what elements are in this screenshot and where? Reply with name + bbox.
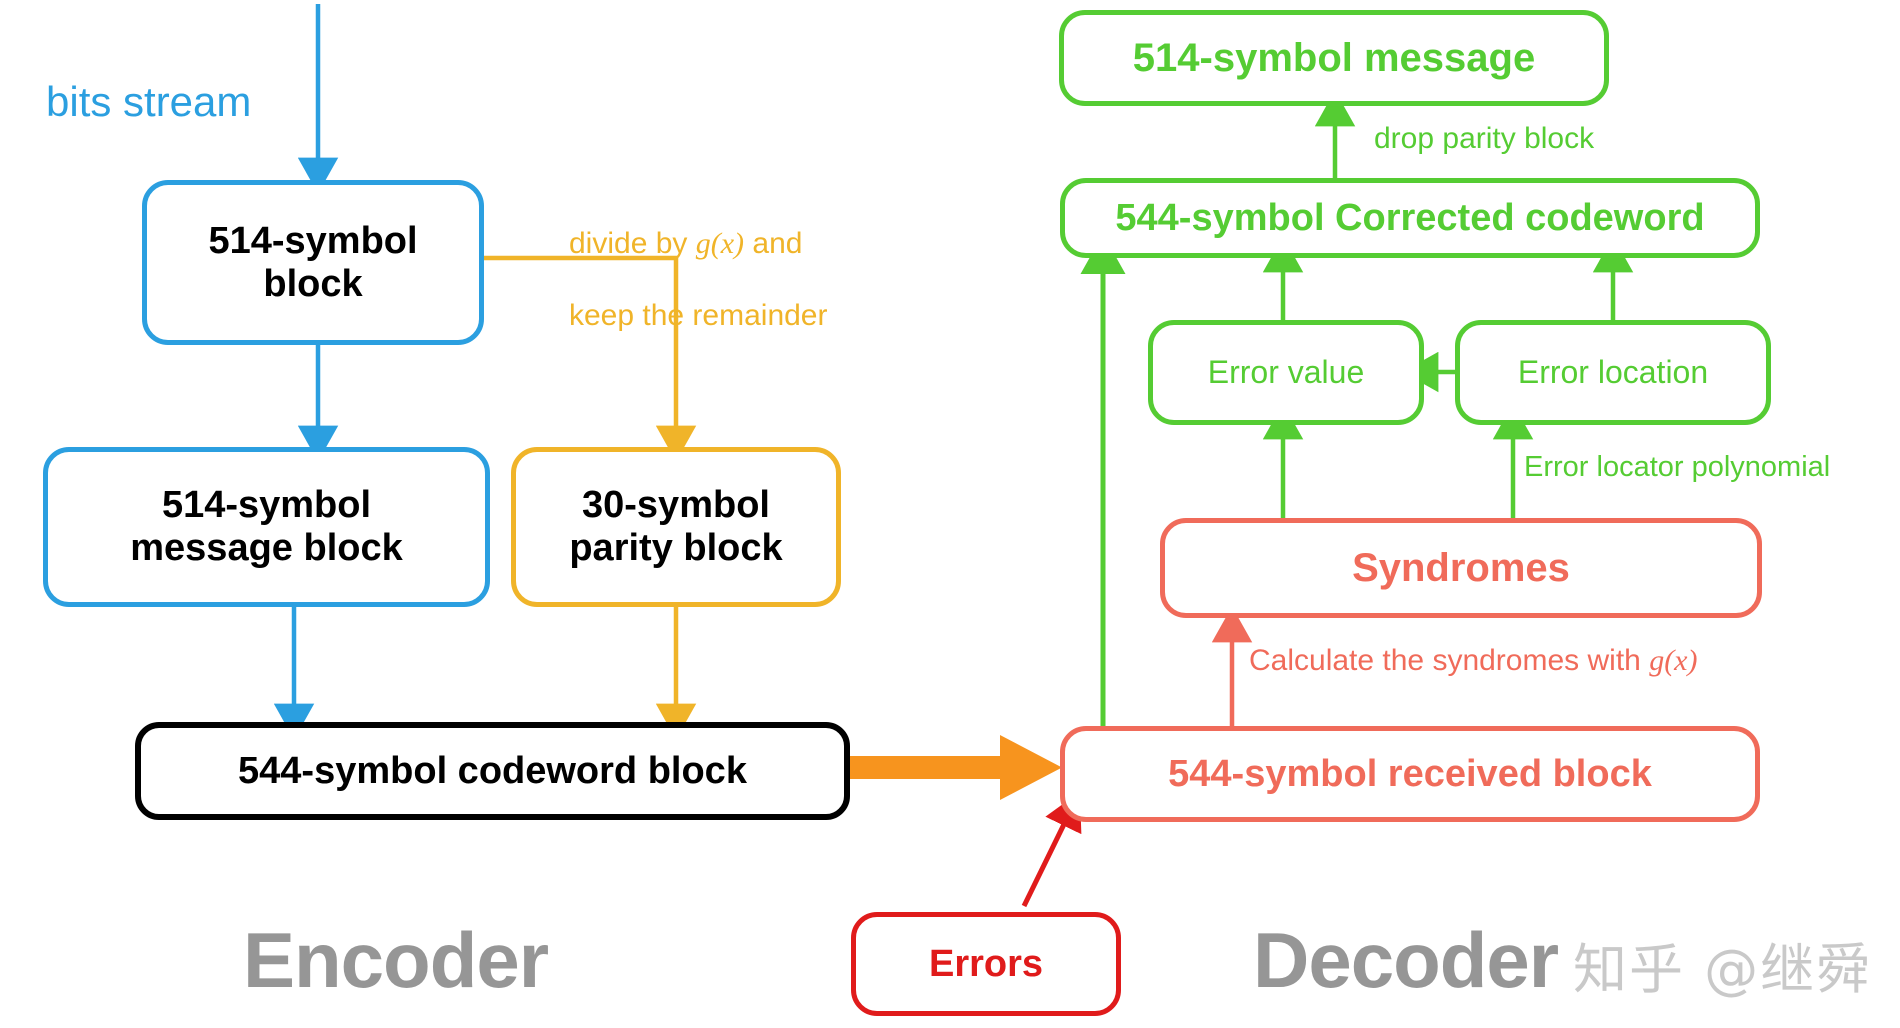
node-error-value[interactable]: Error value [1148,320,1424,425]
edge-source-to-parity [484,255,697,462]
caption-encoder: Encoder [243,916,549,1004]
node-corrected-codeword[interactable]: 544-symbol Corrected codeword [1060,178,1760,258]
node-syndromes[interactable]: Syndromes [1160,518,1762,618]
edge-errors-to-received [1021,791,1082,908]
label-bits-stream: bits stream [46,78,252,125]
label-divide-remainder: divide by g(x) and keep the remainder [569,190,828,334]
node-errors[interactable]: Errors [851,912,1121,1016]
label-drop-parity: drop parity block [1374,122,1595,155]
node-final-message[interactable]: 514-symbol message [1059,10,1609,106]
divide-line1-tail: and [744,227,803,260]
node-message-block[interactable]: 514-symbol message block [43,447,490,607]
calc-syndromes-prefix: Calculate the syndromes with [1249,644,1650,677]
node-parity-block[interactable]: 30-symbol parity block [511,447,841,607]
watermark-zhihu: 知乎 @继舜 [1573,938,1873,1001]
divide-line1-math: g(x) [695,227,745,260]
node-codeword-block[interactable]: 544-symbol codeword block [135,722,850,820]
label-error-locator-polynomial: Error locator polynomial [1524,451,1831,483]
caption-decoder: Decoder [1253,916,1559,1004]
divide-line1-prefix: divide by [569,227,696,260]
node-error-location[interactable]: Error location [1455,320,1771,425]
node-received-block[interactable]: 544-symbol received block [1060,726,1760,822]
divide-line2: keep the remainder [569,299,828,332]
edge-codeword-to-received [848,735,1062,800]
calc-syndromes-math: g(x) [1649,644,1698,677]
label-calculate-syndromes: Calculate the syndromes with g(x) [1249,644,1697,678]
node-source-block[interactable]: 514-symbol block [142,180,484,345]
